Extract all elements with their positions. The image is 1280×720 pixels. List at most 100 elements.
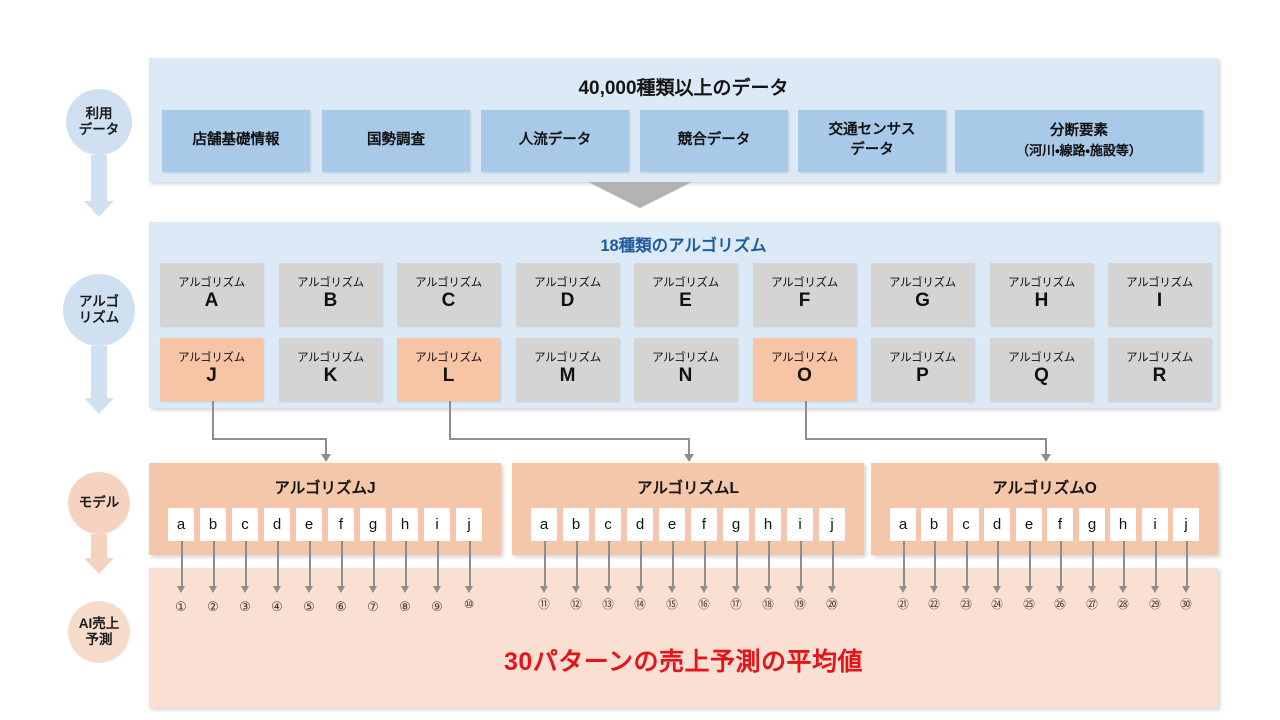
model-tile-d[interactable]: d <box>984 508 1010 541</box>
model-output-arrowhead-icon <box>929 586 938 593</box>
model-tile-a[interactable]: a <box>531 508 557 541</box>
prediction-number-17: ⑰ <box>730 599 742 612</box>
data-chip-2[interactable]: 国勢調査 <box>322 110 470 172</box>
model-output-line <box>373 541 375 586</box>
model-tile-h[interactable]: h <box>392 508 418 541</box>
model-tile-j[interactable]: j <box>456 508 482 541</box>
model-tile-h[interactable]: h <box>1110 508 1136 541</box>
model-tile-g[interactable]: g <box>723 508 749 541</box>
data-chip-3[interactable]: 人流データ <box>481 110 629 172</box>
prediction-number-14: ⑭ <box>634 599 646 612</box>
model-tile-b[interactable]: b <box>563 508 589 541</box>
model-output-line <box>309 541 311 586</box>
algorithm-cell-letter: J <box>206 364 217 386</box>
model-output-line <box>903 541 905 586</box>
data-chip-1[interactable]: 店舗基礎情報 <box>162 110 310 172</box>
model-tile-f[interactable]: f <box>691 508 717 541</box>
data-chip-label: 人流データ <box>519 131 592 151</box>
model-tile-i[interactable]: i <box>787 508 813 541</box>
rail-label: AI売上予測 <box>79 616 120 649</box>
rail-arrow-3 <box>84 534 114 574</box>
rail-label-line: AI売上 <box>78 615 120 631</box>
algorithm-cell-prefix: アルゴリズム <box>534 277 601 290</box>
model-tile-b[interactable]: b <box>921 508 947 541</box>
rail-label-line: モデル <box>78 494 120 510</box>
model-tile-h[interactable]: h <box>755 508 781 541</box>
model-output-line <box>341 541 343 586</box>
model-tile-j[interactable]: j <box>1173 508 1199 541</box>
model-output-arrowhead-icon <box>272 586 281 593</box>
model-output-line <box>768 541 770 586</box>
model-output-arrowhead-icon <box>795 586 804 593</box>
model-output-arrowhead-icon <box>1055 586 1064 593</box>
prediction-number-23: ㉓ <box>960 599 972 612</box>
model-tile-i[interactable]: i <box>424 508 450 541</box>
model-tile-i[interactable]: i <box>1142 508 1168 541</box>
model-tile-c[interactable]: c <box>232 508 258 541</box>
rail-label-line: データ <box>78 122 120 137</box>
data-chip-6[interactable]: 分断要素（河川・線路・施設等） <box>955 110 1203 172</box>
rail-label-line: 利用 <box>85 105 113 121</box>
algorithm-cell-letter: O <box>797 364 812 386</box>
algorithm-cell-prefix: アルゴリズム <box>1008 352 1075 365</box>
model-tile-a[interactable]: a <box>890 508 916 541</box>
prediction-number-27: ㉗ <box>1086 599 1098 612</box>
connector-segment-horizontal <box>449 438 690 440</box>
model-tile-e[interactable]: e <box>1016 508 1042 541</box>
model-stage: モデル <box>68 472 130 534</box>
algorithm-cell-prefix: アルゴリズム <box>652 352 719 365</box>
model-tile-a[interactable]: a <box>168 508 194 541</box>
model-tile-e[interactable]: e <box>659 508 685 541</box>
model-tile-f[interactable]: f <box>328 508 354 541</box>
model-tile-f[interactable]: f <box>1047 508 1073 541</box>
model-output-line <box>544 541 546 586</box>
prediction-number-7: ⑦ <box>367 598 379 614</box>
model-tile-j[interactable]: j <box>819 508 845 541</box>
model-tile-e[interactable]: e <box>296 508 322 541</box>
prediction-number-28: ㉘ <box>1117 599 1129 612</box>
data-chip-4[interactable]: 競合データ <box>640 110 788 172</box>
data-chip-label: 競合データ <box>678 131 751 151</box>
data-chip-label-line: 交通センサス <box>828 122 916 139</box>
model-tile-c[interactable]: c <box>953 508 979 541</box>
model-output-arrowhead-icon <box>464 586 473 593</box>
model-tile-d[interactable]: d <box>627 508 653 541</box>
connector-segment-vertical-end <box>325 438 327 455</box>
model-output-arrowhead-icon <box>368 586 377 593</box>
data-chip-5[interactable]: 交通センサスデータ <box>798 110 946 172</box>
prediction-number-12: ⑫ <box>570 599 582 612</box>
connector-segment-vertical-end <box>688 438 690 455</box>
model-tile-g[interactable]: g <box>360 508 386 541</box>
model-output-line <box>832 541 834 586</box>
algorithm-cell-prefix: アルゴリズム <box>534 352 601 365</box>
model-tile-b[interactable]: b <box>200 508 226 541</box>
data-chip-label: 分断要素（河川・線路・施設等） <box>1016 122 1142 159</box>
model-output-line <box>437 541 439 586</box>
model-output-arrowhead-icon <box>432 586 441 593</box>
model-output-line <box>640 541 642 586</box>
algorithm-cell-prefix: アルゴリズム <box>1126 352 1193 365</box>
algorithm-cell-prefix: アルゴリズム <box>415 352 482 365</box>
model-tile-c[interactable]: c <box>595 508 621 541</box>
model-tile-g[interactable]: g <box>1079 508 1105 541</box>
model-tile-d[interactable]: d <box>264 508 290 541</box>
prediction-number-11: ⑪ <box>538 599 550 612</box>
